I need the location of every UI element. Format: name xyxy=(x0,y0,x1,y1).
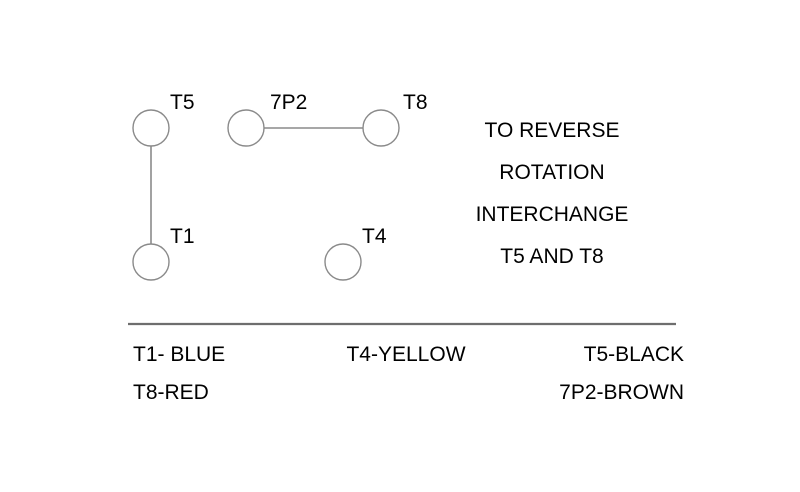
terminal-circle-t4[interactable] xyxy=(324,243,362,281)
wire-color-legend: T1- BLUE T4-YELLOW T5-BLACK T8-RED 7P2-BROWN xyxy=(128,336,684,412)
legend-item-center: T4-YELLOW xyxy=(346,343,466,366)
instruction-line-3: INTERCHANGE xyxy=(475,203,629,226)
legend-item-left: T1- BLUE xyxy=(133,343,226,366)
legend-row: T1- BLUE T4-YELLOW T5-BLACK xyxy=(128,336,684,374)
terminal-label-t8: T8 xyxy=(403,91,428,114)
terminal-label-t5: T5 xyxy=(170,91,195,114)
legend-row: T8-RED 7P2-BROWN xyxy=(128,374,684,412)
instruction-line-1: TO REVERSE xyxy=(484,119,620,142)
instruction-line-2: ROTATION xyxy=(499,161,605,184)
terminal-circle-group xyxy=(132,109,400,281)
legend-item-right: T5-BLACK xyxy=(583,343,684,366)
legend-item-right: 7P2-BROWN xyxy=(559,381,684,404)
connector-group xyxy=(150,127,363,244)
terminal-circle-7p2[interactable] xyxy=(227,109,265,147)
terminal-circle-t5[interactable] xyxy=(132,109,170,147)
legend-item-left: T8-RED xyxy=(133,381,209,404)
reverse-rotation-instruction: TO REVERSE ROTATION INTERCHANGE T5 AND T8 xyxy=(432,110,672,278)
terminal-label-t1: T1 xyxy=(170,225,195,248)
terminal-label-t4: T4 xyxy=(362,225,387,248)
terminal-circle-t1[interactable] xyxy=(132,243,170,281)
instruction-line-4: T5 AND T8 xyxy=(500,245,604,268)
terminal-circle-t8[interactable] xyxy=(362,109,400,147)
terminal-label-7p2: 7P2 xyxy=(270,91,308,114)
